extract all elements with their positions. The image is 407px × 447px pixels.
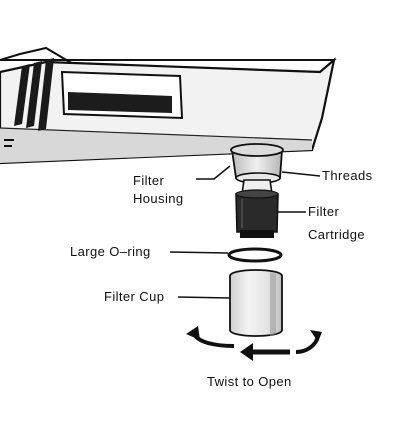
threads-leader: [281, 171, 321, 177]
appliance-body: [0, 46, 337, 165]
filter-cup-label: Filter Cup: [104, 289, 164, 304]
filter-housing: [230, 143, 284, 184]
large-o-ring-label: Large O–ring: [70, 244, 151, 259]
leader-lines: [169, 165, 321, 299]
filter-housing-label-line1: Filter: [133, 173, 165, 188]
large-o-ring-leader: [169, 251, 229, 254]
large-o-ring: [227, 247, 283, 263]
filter-cup-leader: [177, 296, 231, 299]
vent-slots: [14, 58, 54, 131]
twist-arrows: [186, 326, 322, 361]
filter-housing-label-line2: Housing: [133, 191, 184, 206]
twist-to-open-label: Twist to Open: [207, 374, 292, 389]
filter-cartridge-label-line2: Cartridge: [308, 227, 365, 242]
edge-marks: [4, 139, 14, 147]
filter-cup: [229, 269, 283, 337]
filter-cartridge: [235, 179, 279, 238]
filter-cartridge-label-line1: Filter: [308, 204, 340, 219]
threads-label: Threads: [322, 168, 373, 183]
filter-housing-leader: [196, 165, 231, 180]
